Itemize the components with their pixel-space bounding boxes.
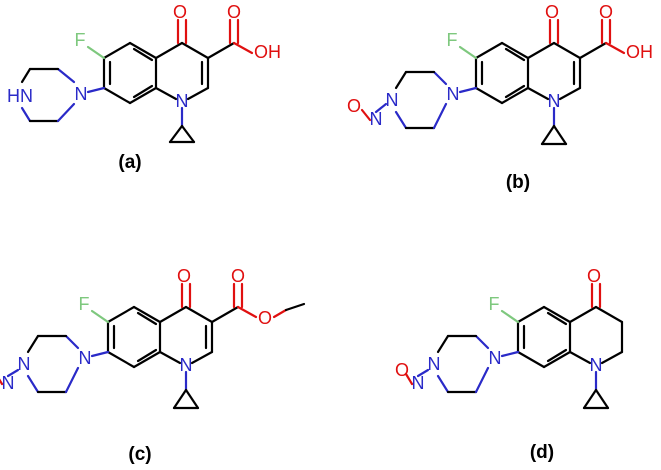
panel-label-c: (c)	[128, 444, 151, 465]
atom-nitrogen: N	[75, 84, 88, 104]
atom-nitrogen: N	[79, 348, 92, 368]
atom-nitrogen: N	[590, 355, 603, 375]
atom-nitrogen: N	[2, 373, 15, 393]
panel-label-b: (b)	[506, 172, 530, 193]
atom-oxygen: O	[395, 360, 409, 380]
atom-nitrogen: N	[18, 354, 31, 374]
molecule-c: O O O F N N N N O (c)	[0, 266, 306, 465]
molecule-b: O O OH F N N N N O (b)	[347, 2, 653, 193]
atom-nitrogen: N	[447, 84, 460, 104]
atom-oxygen: O	[347, 96, 361, 116]
panel-label-d: (d)	[530, 442, 554, 463]
atom-nitrogen: N	[180, 355, 193, 375]
atom-nitrogen: N	[386, 90, 399, 110]
atom-hydroxyl: OH	[254, 42, 281, 62]
atom-nitrogen: N	[370, 109, 383, 129]
atom-nitrogen: N	[489, 348, 502, 368]
atom-oxygen: O	[177, 266, 191, 286]
molecule-d: O F N N N N O (d)	[395, 266, 624, 463]
atom-nh: HN	[7, 86, 33, 106]
atom-oxygen: O	[231, 266, 245, 286]
atom-oxygen: O	[545, 2, 559, 22]
atom-fluorine: F	[79, 294, 90, 314]
atom-fluorine: F	[447, 30, 458, 50]
atom-nitrogen: N	[412, 373, 425, 393]
atom-hydroxyl: OH	[626, 42, 653, 62]
atom-oxygen: O	[587, 266, 601, 286]
atom-oxygen: O	[227, 2, 241, 22]
panel-label-a: (a)	[118, 152, 141, 173]
atom-nitrogen: N	[428, 354, 441, 374]
atom-oxygen: O	[173, 2, 187, 22]
atom-fluorine: F	[75, 30, 86, 50]
atom-fluorine: F	[489, 294, 500, 314]
atom-nitrogen: N	[176, 91, 189, 111]
atom-oxygen: O	[599, 2, 613, 22]
atom-oxygen: O	[258, 308, 272, 328]
molecule-a: O O OH F N N HN (a)	[7, 2, 281, 173]
atom-nitrogen: N	[548, 91, 561, 111]
